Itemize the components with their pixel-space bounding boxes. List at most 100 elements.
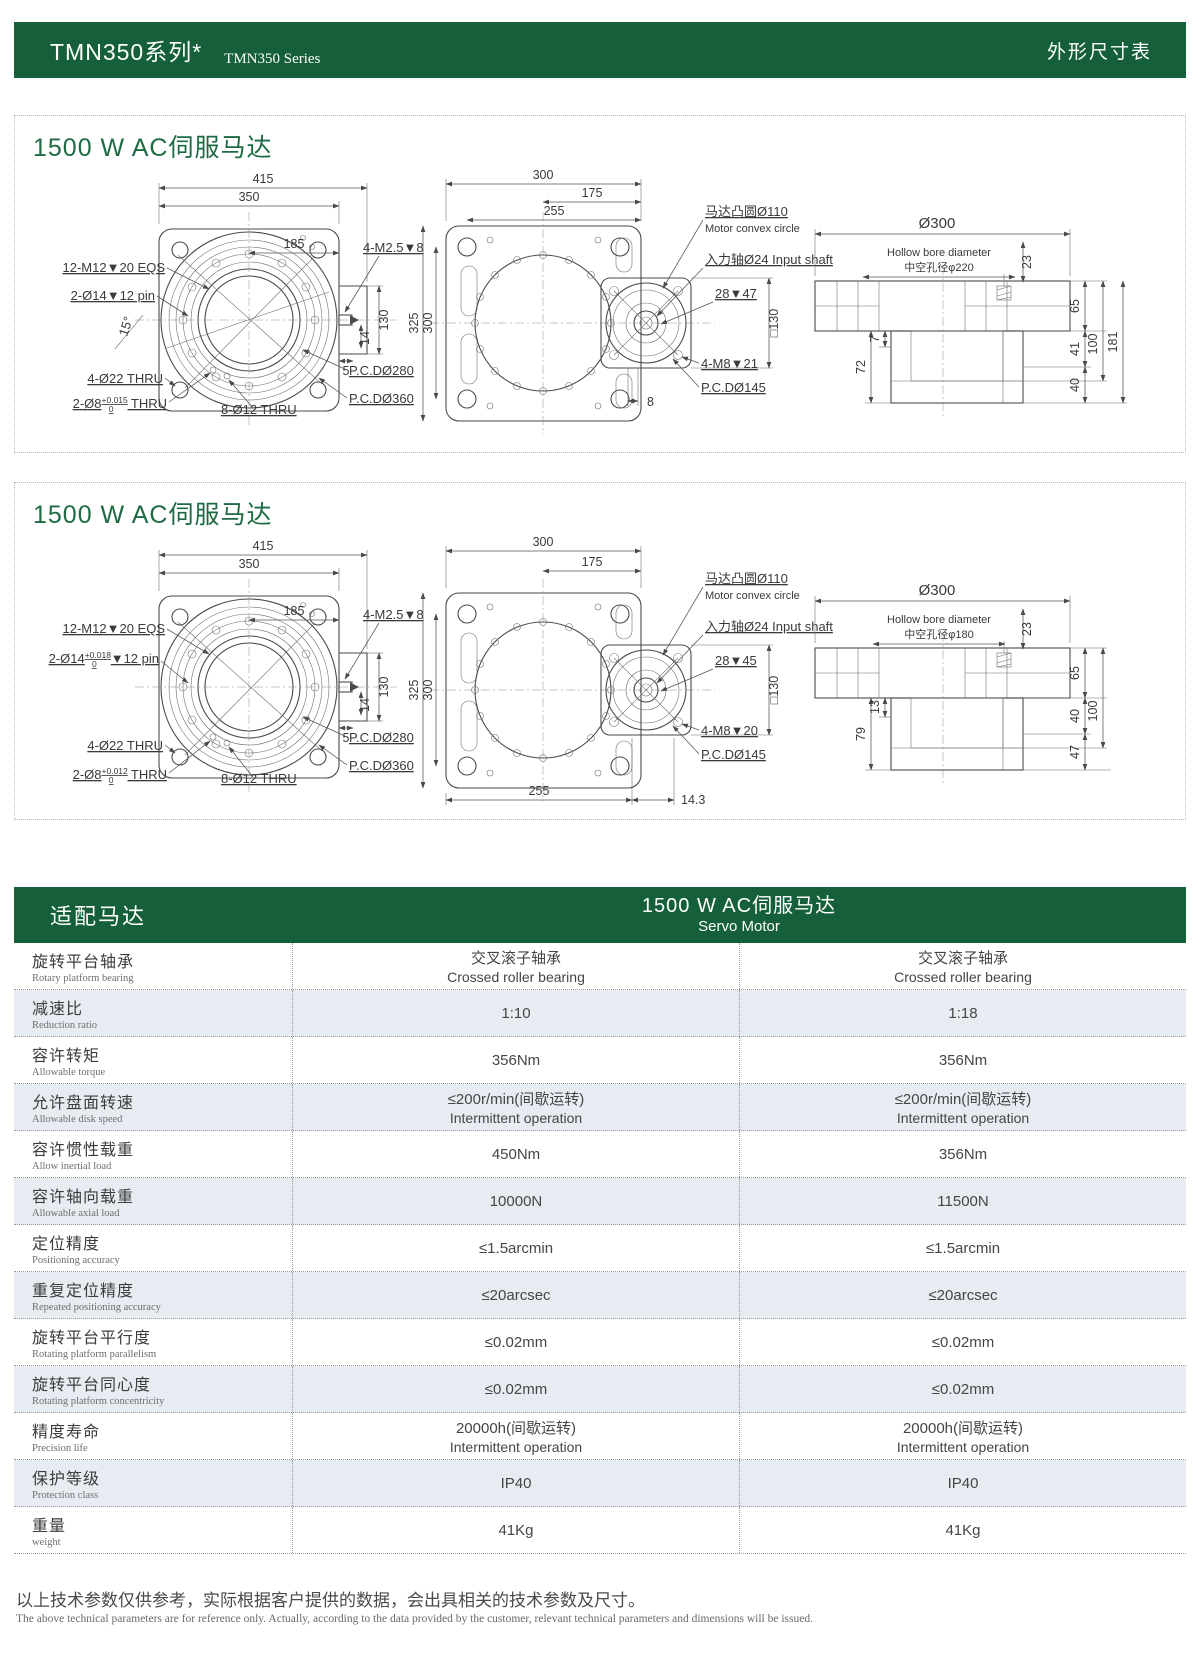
row-label: 精度寿命 Precision life <box>14 1413 292 1459</box>
row-label-en: Positioning accuracy <box>32 1255 120 1266</box>
row-value-sub: Crossed roller bearing <box>447 969 585 985</box>
dim-300: 300 <box>533 168 554 182</box>
row-value-sub: Intermittent operation <box>449 1439 583 1455</box>
row-label-zh: 旋转平台轴承 <box>32 954 135 971</box>
dim-40: 40 <box>1068 378 1082 392</box>
page-header: TMN350系列* TMN350 Series 外形尺寸表 <box>14 22 1186 78</box>
dim-13: 13 <box>868 700 882 714</box>
row-value: 1:18 <box>739 990 1186 1036</box>
row-value-main: ≤200r/min(间歇运转) <box>894 1091 1032 1108</box>
table-header-motor-zh: 1500 W AC伺服马达 <box>641 894 837 917</box>
dim-415: 415 <box>253 539 274 553</box>
label-pin: 2-Ø14▼12 pin <box>71 288 155 303</box>
row-label-en: Allowable torque <box>32 1067 106 1078</box>
dim-72: 72 <box>854 360 868 374</box>
dim-130: 130 <box>377 310 391 331</box>
row-value: 450Nm <box>292 1131 739 1177</box>
table-row: 旋转平台平行度 Rotating platform parallelism ≤0.0… <box>14 1319 1186 1366</box>
side-view: Ø300 Hollow bore diameter 中空孔径φ180 23 65… <box>814 582 1111 783</box>
section-1-title: 1500 W AC伺服马达 <box>33 134 273 162</box>
row-value: ≤0.02mm <box>739 1366 1186 1412</box>
dim-7: 7 <box>868 335 882 342</box>
label-input-shaft: 入力轴Ø24 Input shaft <box>705 619 833 634</box>
row-value-main: 450Nm <box>491 1145 541 1163</box>
row-label-zh: 旋转平台平行度 <box>32 1330 152 1347</box>
section-1-drawing: 415 350 185 130 14 5 12-M12▼20 EQS 2-Ø14… <box>63 168 1127 434</box>
row-value: ≤20arcsec <box>292 1272 739 1318</box>
header-right-label: 外形尺寸表 <box>1046 41 1152 63</box>
label-pcd280: P.C.DØ280 <box>349 730 414 745</box>
label-angle-15: 15° <box>116 315 136 338</box>
row-label-zh: 重量 <box>32 1518 67 1535</box>
row-label-zh: 减速比 <box>32 1001 84 1018</box>
row-label-en: Rotary platform bearing <box>32 973 134 984</box>
row-label-zh: 允许盘面转速 <box>32 1095 135 1112</box>
row-value-main: ≤1.5arcmin <box>925 1239 1001 1257</box>
label-4-m25: 4-M2.5▼8 <box>363 607 424 622</box>
row-label-en: weight <box>32 1537 61 1548</box>
dim-40: 40 <box>1068 709 1082 723</box>
dim-300b: 300 <box>421 313 435 334</box>
label-bore-28-45: 28▼45 <box>715 653 757 668</box>
row-value: IP40 <box>739 1460 1186 1506</box>
dim-47: 47 <box>1068 745 1082 759</box>
row-label-en: Precision life <box>32 1443 88 1454</box>
row-label-en: Rotating platform concentricity <box>32 1396 165 1407</box>
row-value-main: ≤200r/min(间歇运转) <box>447 1091 585 1108</box>
dim-185: 185 <box>284 237 305 251</box>
label-hollow-bore-en: Hollow bore diameter <box>887 247 991 259</box>
row-value: ≤0.02mm <box>739 1319 1186 1365</box>
dim-5: 5 <box>343 731 350 745</box>
row-value: 356Nm <box>292 1037 739 1083</box>
dim-sq130: □130 <box>767 309 781 337</box>
dim-185: 185 <box>284 604 305 618</box>
dim-175: 175 <box>582 555 603 569</box>
row-label-en: Rotating platform parallelism <box>32 1349 157 1360</box>
row-value: 20000h(间歇运转)Intermittent operation <box>739 1413 1186 1459</box>
row-value: ≤1.5arcmin <box>739 1225 1186 1271</box>
label-hollow-bore-zh: 中空孔径φ220 <box>904 260 974 274</box>
row-value-sub: Intermittent operation <box>449 1110 583 1126</box>
dim-255: 255 <box>529 784 550 798</box>
dim-o300: Ø300 <box>919 582 956 599</box>
dim-8: 8 <box>647 395 654 409</box>
row-value: ≤0.02mm <box>292 1366 739 1412</box>
dim-350: 350 <box>239 557 260 571</box>
dim-300b: 300 <box>421 680 435 701</box>
row-value: 10000N <box>292 1178 739 1224</box>
row-value-main: ≤0.02mm <box>484 1333 548 1351</box>
row-value: 41Kg <box>739 1507 1186 1553</box>
row-value-sub: Intermittent operation <box>896 1110 1030 1126</box>
label-hollow-bore-en: Hollow bore diameter <box>887 614 991 626</box>
row-value-main: 1:18 <box>948 1004 978 1022</box>
row-value: 356Nm <box>739 1037 1186 1083</box>
dim-100: 100 <box>1086 334 1100 355</box>
label-4-o22-thru: 4-Ø22 THRU <box>87 738 163 753</box>
row-value-main: 356Nm <box>938 1145 988 1163</box>
row-value-main: 10000N <box>489 1192 543 1210</box>
row-value-main: ≤20arcsec <box>928 1286 998 1304</box>
row-label-zh: 精度寿命 <box>32 1424 101 1441</box>
row-label: 重量 weight <box>14 1507 292 1553</box>
label-8-o12-thru: 8-Ø12 THRU <box>221 402 297 417</box>
row-value: ≤20arcsec <box>739 1272 1186 1318</box>
bottom-view: 300 175 325 300 马达凸圆Ø110 Motor convex ci… <box>407 535 833 807</box>
footer-note-en: The above technical parameters are for r… <box>16 1613 813 1625</box>
dim-325: 325 <box>407 680 421 701</box>
row-value: 1:10 <box>292 990 739 1036</box>
dim-350: 350 <box>239 190 260 204</box>
dim-325: 325 <box>407 313 421 334</box>
